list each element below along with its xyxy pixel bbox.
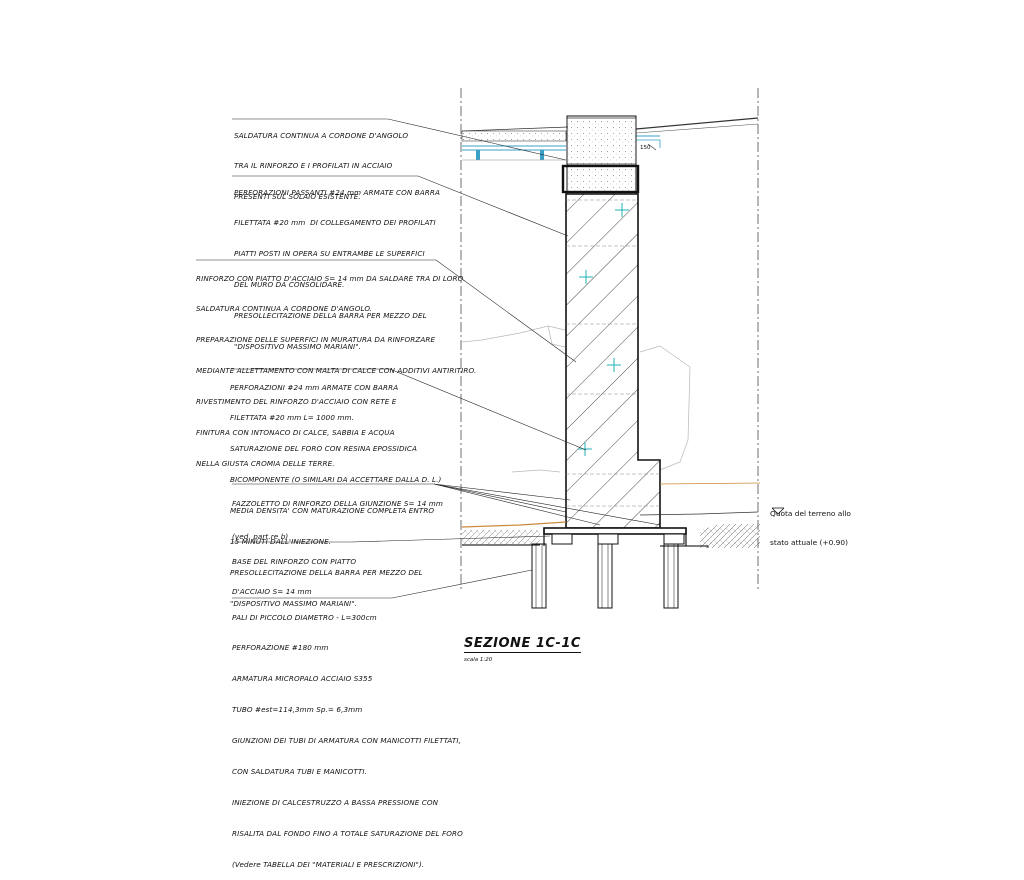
ground [461, 482, 785, 548]
dimension-label: 150 [640, 145, 651, 151]
base-plates [543, 527, 687, 546]
micro-piles [531, 543, 679, 609]
leader-lines [196, 118, 661, 599]
pile-1 [531, 543, 547, 609]
ground-level-label: Quota del terreno allo stato attuale (+0… [770, 509, 851, 547]
reinforced-wall [565, 193, 661, 529]
top-beam [561, 115, 640, 195]
section-drawing: 150 [196, 88, 785, 609]
rebar-anchors [578, 203, 629, 456]
pile-3 [663, 543, 679, 609]
note-through-holes: PERFORAZIONI PASSANTI #24 mm ARMATE CON … [234, 187, 440, 352]
note-gusset-plate: FAZZOLETTO DI RINFORZO DELLA GIUNZIONE S… [232, 498, 444, 542]
note-base-plate: BASE DEL RINFORZO CON PIATTO D'ACCIAIO S… [232, 556, 357, 597]
axis-lines [460, 88, 759, 590]
section-title: SEZIONE 1C-1C [464, 636, 581, 653]
note-drilling-anchors: PERFORAZIONI #24 mm ARMATE CON BARRA FIL… [230, 382, 442, 608]
existing-wall-contour [461, 325, 691, 473]
note-welding-slab: SALDATURA CONTINUA A CORDONE D'ANGOLO TR… [234, 130, 409, 202]
existing-slab-right [635, 117, 759, 151]
pile-2 [597, 543, 613, 609]
note-steel-plate-reinforcement: RINFORZO CON PIATTO D'ACCIAIO S= 14 mm D… [196, 273, 477, 468]
note-micro-piles: PALI DI PICCOLO DIAMETRO - L=300cm PERFO… [232, 612, 463, 869]
existing-slab-left [461, 126, 569, 161]
section-scale: scala 1:20 [464, 657, 493, 663]
